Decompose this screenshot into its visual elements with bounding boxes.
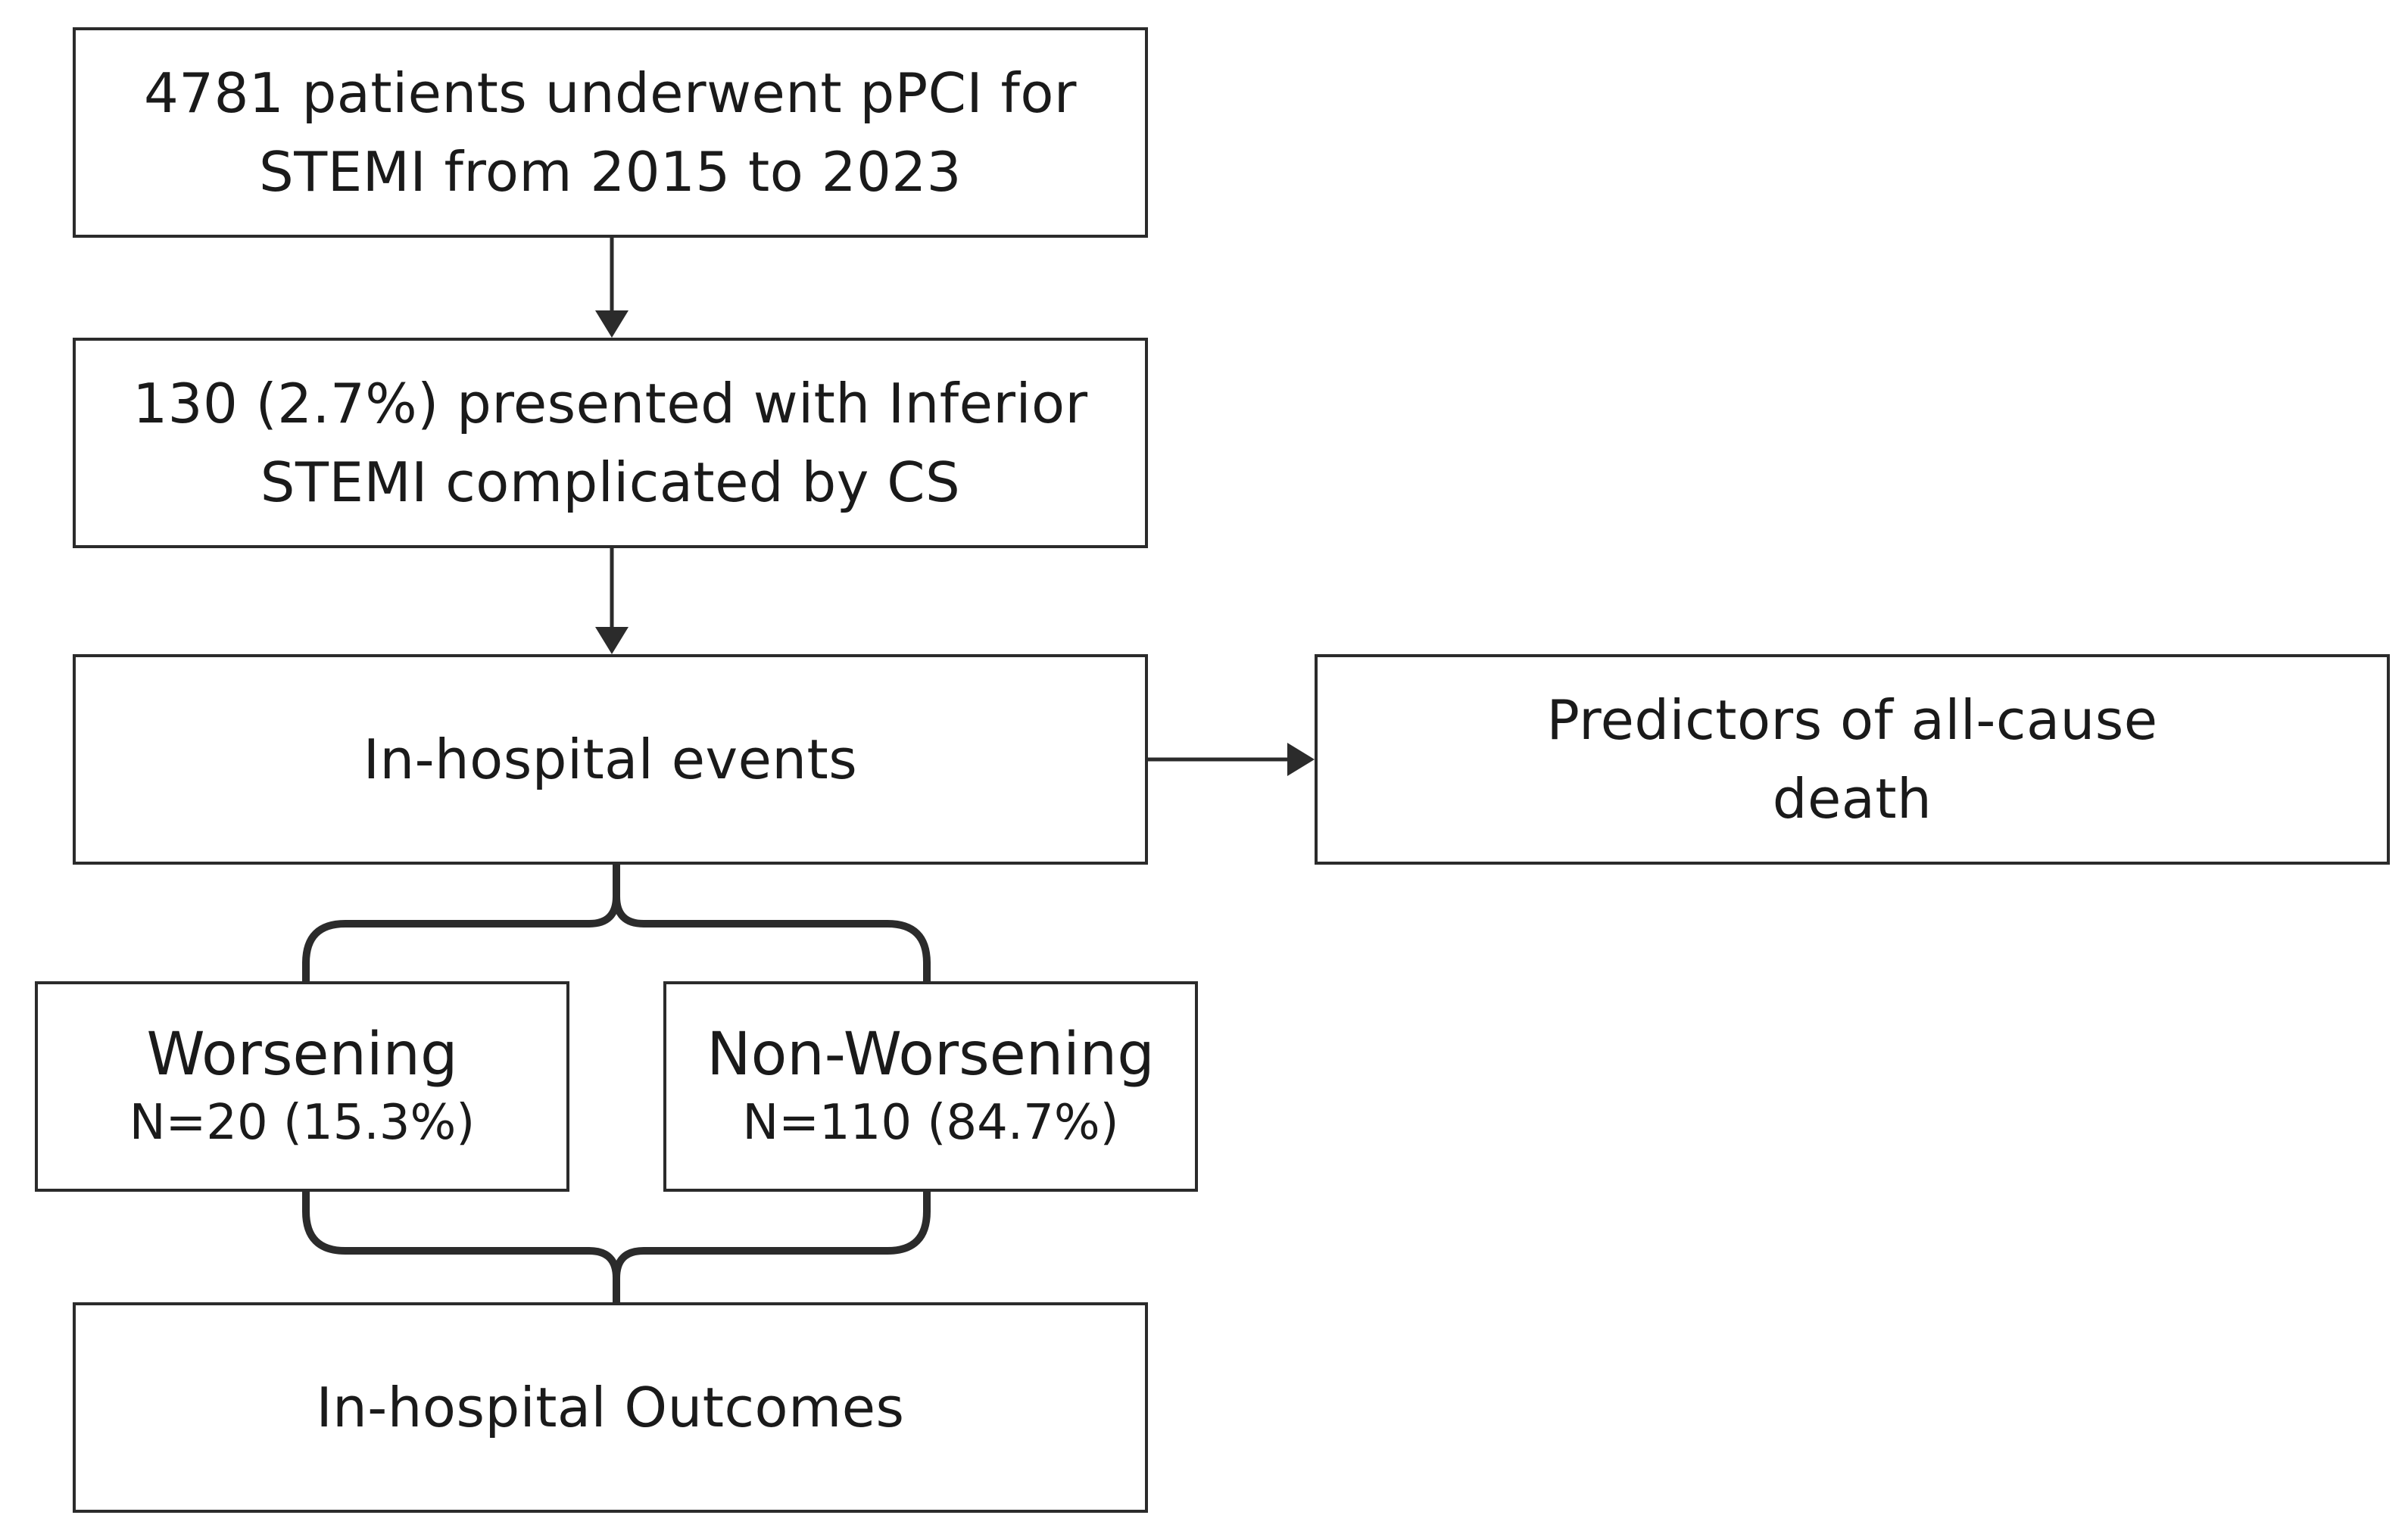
total-patients-line-1: 4781 patients underwent pPCI for [143,61,1078,125]
non-worsening-title: Non-Worsening [706,1021,1155,1089]
worsening-title: Worsening [146,1021,458,1089]
total-patients-line-2: STEMI from 2015 to 2023 [259,140,962,204]
box-inferior-stemi-cs: 130 (2.7%) presented with Inferior STEMI… [73,338,1148,548]
split-brace-top [302,861,931,985]
predictors-line-2: death [1772,767,1932,831]
worsening-count: N=20 (15.3%) [129,1095,476,1151]
arrow-total-to-cs [595,238,629,338]
predictors-line-1: Predictors of all-cause [1546,688,2158,752]
arrow-cs-to-events [595,548,629,654]
box-in-hospital-events: In-hospital events [73,654,1148,865]
box-total-patients: 4781 patients underwent pPCI for STEMI f… [73,27,1148,238]
box-predictors-of-death: Predictors of all-cause death [1315,654,2390,865]
box-in-hospital-outcomes: In-hospital Outcomes [73,1302,1148,1513]
in-hospital-outcomes-label: In-hospital Outcomes [316,1376,905,1439]
box-worsening-group: Worsening N=20 (15.3%) [35,981,569,1192]
merge-brace-bottom [302,1188,931,1306]
non-worsening-count: N=110 (84.7%) [742,1095,1119,1151]
inferior-stemi-line-1: 130 (2.7%) presented with Inferior [133,372,1088,435]
in-hospital-events-label: In-hospital events [363,728,858,791]
arrow-events-to-predictors [1148,743,1315,776]
inferior-stemi-line-2: STEMI complicated by CS [260,450,961,514]
box-non-worsening-group: Non-Worsening N=110 (84.7%) [663,981,1198,1192]
